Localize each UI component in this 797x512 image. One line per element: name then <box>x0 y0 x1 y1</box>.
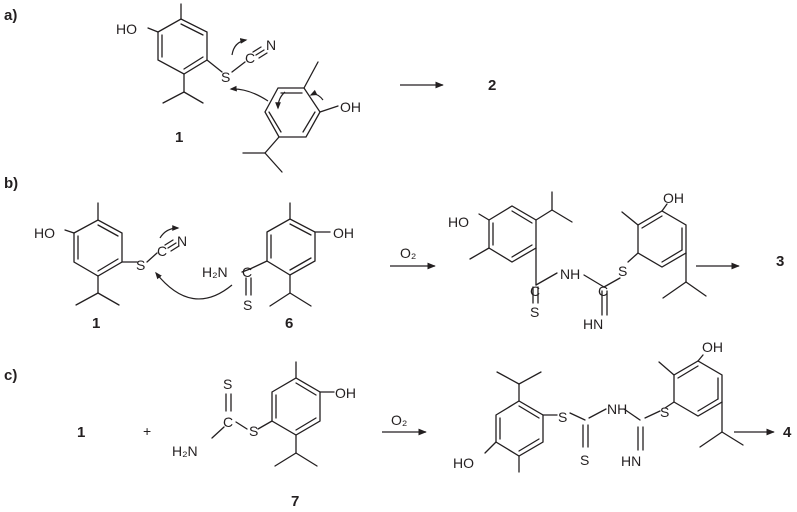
compound-label-6: 6 <box>285 315 293 332</box>
atom-c: C <box>530 283 540 299</box>
atom-s: S <box>660 404 669 420</box>
curved-arrow-attack-a <box>229 85 269 102</box>
intermediate-structure-c <box>484 354 744 473</box>
curved-arrow-cn-b <box>159 225 180 239</box>
atom-oh: OH <box>333 225 354 241</box>
thymol-structure-a <box>242 61 339 173</box>
atom-nh: NH <box>607 401 627 417</box>
atom-hn: HN <box>621 453 641 469</box>
atom-oh: OH <box>702 339 723 355</box>
atom-ho: HO <box>448 214 469 230</box>
curved-arrow-cn-a <box>231 38 248 56</box>
atom-c: C <box>157 243 167 259</box>
atom-c: C <box>242 264 252 280</box>
atom-h2n: H₂N <box>202 264 228 280</box>
compound-label-1: 1 <box>92 315 100 332</box>
atom-ho: HO <box>116 21 137 37</box>
reagent-o2: O₂ <box>391 412 407 428</box>
part-b-label: b) <box>4 175 18 192</box>
compound-label-4: 4 <box>783 424 792 441</box>
compound-label-7: 7 <box>291 493 299 510</box>
atom-s: S <box>618 263 627 279</box>
compound-7-structure <box>211 361 335 467</box>
atom-c: C <box>245 50 255 66</box>
atom-n: N <box>177 233 187 249</box>
atom-oh: OH <box>663 190 684 206</box>
atom-s: S <box>580 452 589 468</box>
atom-c: C <box>598 283 608 299</box>
atom-nh: NH <box>560 266 580 282</box>
atom-s: S <box>223 376 232 392</box>
atom-s: S <box>558 409 567 425</box>
intermediate-structure-b <box>469 191 707 316</box>
atom-hn: HN <box>583 316 603 332</box>
atom-s: S <box>243 297 252 313</box>
curved-arrow-ring-a <box>275 91 286 110</box>
atom-s: S <box>530 304 539 320</box>
compound-label-3: 3 <box>776 253 784 270</box>
curved-arrow-attack-b <box>155 271 233 300</box>
atom-h2n: H₂N <box>172 443 198 459</box>
plus-sign: + <box>143 423 151 439</box>
compound-label-1: 1 <box>175 129 183 146</box>
part-a-label: a) <box>4 7 17 24</box>
atom-n: N <box>266 37 276 53</box>
atom-c: C <box>223 414 233 430</box>
compound-label-2: 2 <box>488 77 496 94</box>
atom-oh: OH <box>335 385 356 401</box>
compound-1-structure-b <box>64 202 180 306</box>
atom-oh: OH <box>340 99 361 115</box>
atom-s: S <box>249 423 258 439</box>
compound-label-1: 1 <box>77 424 85 441</box>
atom-ho: HO <box>34 225 55 241</box>
reagent-o2: O₂ <box>400 245 416 261</box>
curved-arrow-oh-a <box>309 89 324 101</box>
compound-6-structure <box>241 202 331 307</box>
part-c-label: c) <box>4 367 17 384</box>
atom-ho: HO <box>453 455 474 471</box>
atom-s: S <box>221 69 230 85</box>
compound-1-structure-a <box>147 3 268 104</box>
atom-s: S <box>136 257 145 273</box>
